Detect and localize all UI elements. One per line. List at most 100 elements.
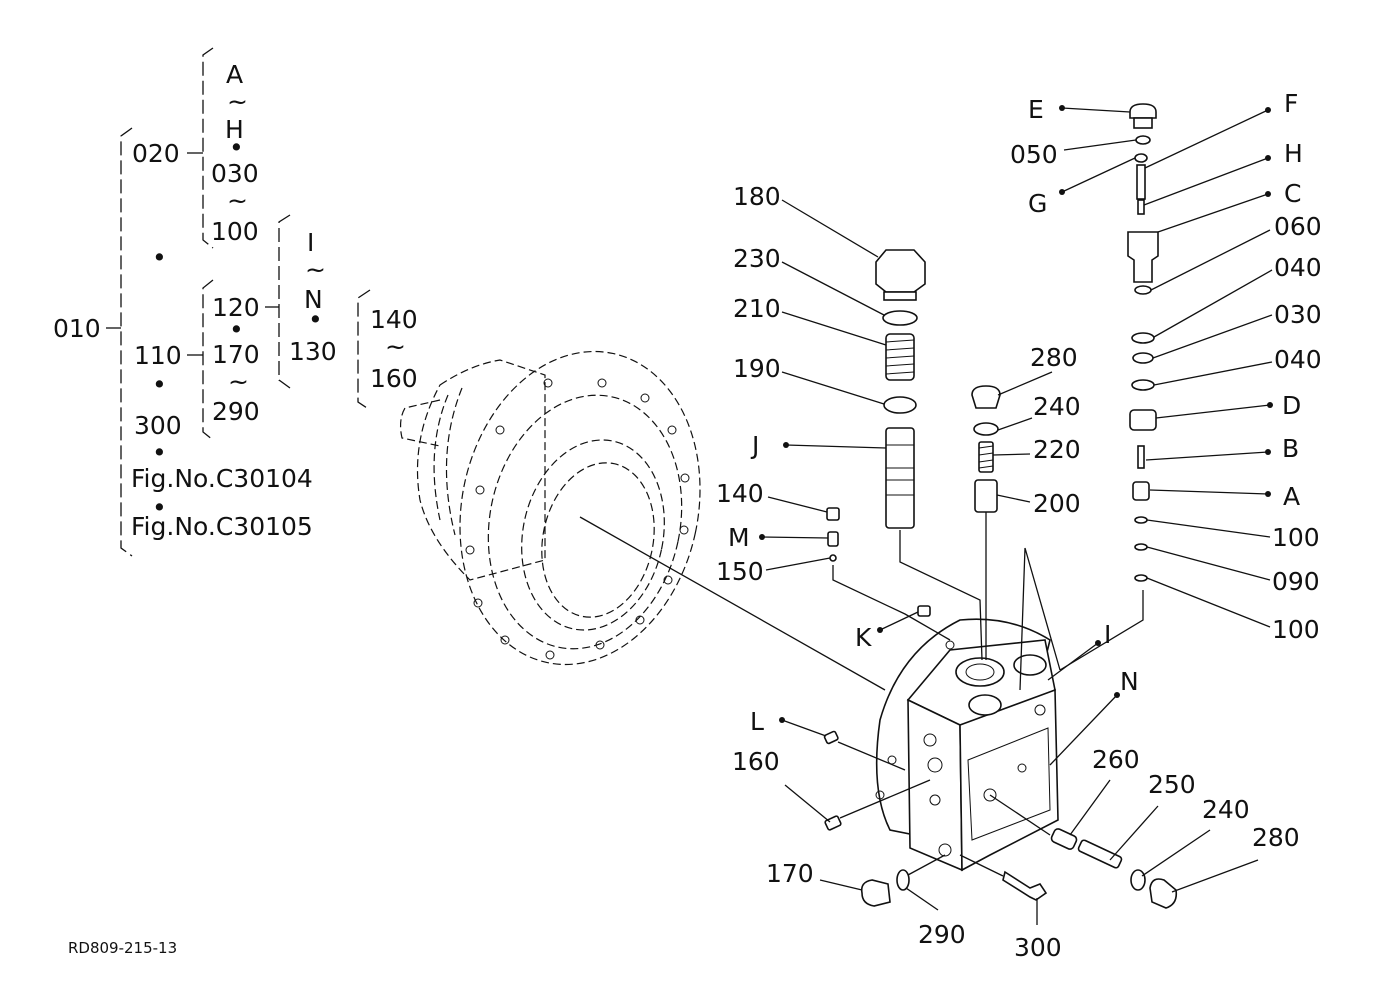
drawing-code: RD809-215-13 [68, 939, 177, 957]
block-front-face [907, 698, 963, 872]
part-220-coils [978, 445, 994, 469]
tree-170: 170 [212, 340, 260, 369]
tree-010: 010 [53, 314, 101, 343]
label-H: H [1284, 139, 1303, 168]
label-230: 230 [733, 244, 781, 273]
housing-body-outline [416, 359, 546, 581]
spool-guide-line [899, 530, 983, 661]
valve-block [875, 618, 1059, 872]
label-280-b: 280 [1252, 823, 1300, 852]
part-230-oring [882, 310, 918, 326]
part-090-oring [1134, 543, 1148, 551]
label-M: M [728, 523, 750, 552]
tree-fig-c30104: Fig.No.C30104 [131, 464, 313, 493]
part-C-body [1127, 231, 1159, 283]
callout-labels: E F 050 H G C 060 040 030 040 D B A 100 … [716, 89, 1322, 962]
tree-290: 290 [212, 397, 260, 426]
label-140: 140 [716, 479, 764, 508]
part-290-oring [896, 869, 910, 891]
valve-stack-guide-line [1019, 547, 1144, 691]
tree-dot-1: • [229, 133, 244, 162]
tree-dot-6: • [308, 305, 323, 334]
bracket-020 [202, 47, 214, 249]
part-D-sleeve [1129, 409, 1157, 431]
flange-hole-b [875, 790, 885, 800]
label-K: K [855, 623, 872, 652]
housing-bore-inner [541, 462, 655, 618]
block-hole-6 [1034, 704, 1046, 716]
tree-tilde-2: ~ [227, 186, 248, 215]
label-160: 160 [732, 747, 780, 776]
160-guide-line [839, 779, 931, 819]
part-050-oring [1135, 135, 1151, 145]
label-C: C [1284, 179, 1301, 208]
part-160-plug [824, 815, 842, 831]
label-040-b: 040 [1274, 345, 1322, 374]
tree-100: 100 [211, 217, 259, 246]
part-H-pin [1137, 199, 1145, 215]
label-B: B [1282, 434, 1299, 463]
part-E-cap-body [1133, 117, 1153, 129]
label-100-b: 100 [1272, 615, 1320, 644]
block-port-1-inner [965, 663, 995, 681]
block-hole-3 [929, 794, 941, 806]
tree-dot-5: • [229, 315, 244, 344]
label-N: N [1120, 667, 1139, 696]
relief-valve-stack [1019, 103, 1159, 691]
L-guide-line [837, 741, 906, 771]
label-A: A [1283, 482, 1300, 511]
tree-160: 160 [370, 364, 418, 393]
part-280-plug-a [971, 385, 1001, 409]
part-E-cap [1129, 103, 1157, 119]
label-200: 200 [1033, 489, 1081, 518]
label-150: 150 [716, 557, 764, 586]
label-F: F [1284, 89, 1298, 118]
part-J-spool [885, 427, 915, 529]
part-100-oring-b [1134, 574, 1148, 582]
part-K-plug [917, 605, 931, 617]
label-040-a: 040 [1274, 253, 1322, 282]
block-hole-4 [938, 843, 952, 857]
tree-tilde-5: ~ [385, 332, 406, 361]
300-guide-line [959, 854, 1004, 877]
label-I: I [1104, 620, 1111, 649]
tree-tilde-1: ~ [227, 87, 248, 116]
part-280-plug-b [1149, 878, 1178, 909]
label-250: 250 [1148, 770, 1196, 799]
tree-030: 030 [211, 159, 259, 188]
part-220-spring [978, 441, 994, 473]
tree-dot-3: • [152, 438, 167, 467]
bracket-120 [278, 214, 291, 389]
housing-bore-outer [521, 439, 665, 631]
tree-140: 140 [370, 305, 418, 334]
tree-300: 300 [134, 411, 182, 440]
tree-tilde-4: ~ [305, 255, 326, 284]
label-240-a: 240 [1033, 392, 1081, 421]
label-280-a: 280 [1030, 343, 1078, 372]
label-180: 180 [733, 182, 781, 211]
part-100-oring-a [1134, 516, 1148, 524]
part-190-seat [883, 396, 917, 414]
part-M-screw [827, 531, 839, 547]
small-fittings [823, 507, 1178, 909]
block-hole-7 [1017, 763, 1027, 773]
part-F-spring [1136, 164, 1146, 200]
part-170-plug [860, 879, 891, 907]
170-guide-line [907, 854, 946, 876]
block-port-1 [955, 657, 1005, 687]
part-060-oring [1134, 285, 1152, 295]
part-210-coils [885, 339, 915, 375]
part-B-pin [1137, 445, 1145, 469]
label-100-a: 100 [1272, 523, 1320, 552]
label-060: 060 [1274, 212, 1322, 241]
part-200-sleeve [974, 479, 998, 513]
block-cover-plate [967, 727, 1051, 841]
part-040-ring-a [1131, 332, 1155, 344]
part-030-oring [1132, 352, 1154, 364]
tree-130: 130 [289, 337, 337, 366]
tree-tilde-3: ~ [228, 367, 249, 396]
part-G-washer [1134, 153, 1148, 163]
label-050: 050 [1010, 140, 1058, 169]
label-E: E [1028, 95, 1044, 124]
